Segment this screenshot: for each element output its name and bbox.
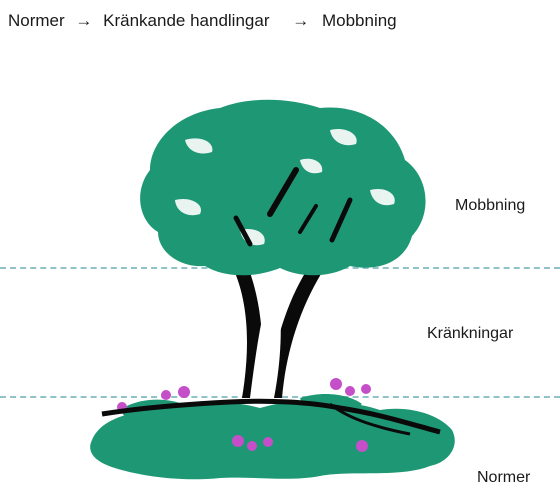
tree-trunk: [230, 262, 326, 398]
level-label-mobbning: Mobbning: [455, 197, 525, 215]
level-label-krankningar: Kränkningar: [427, 325, 513, 343]
level-label-normer: Normer: [477, 469, 530, 487]
